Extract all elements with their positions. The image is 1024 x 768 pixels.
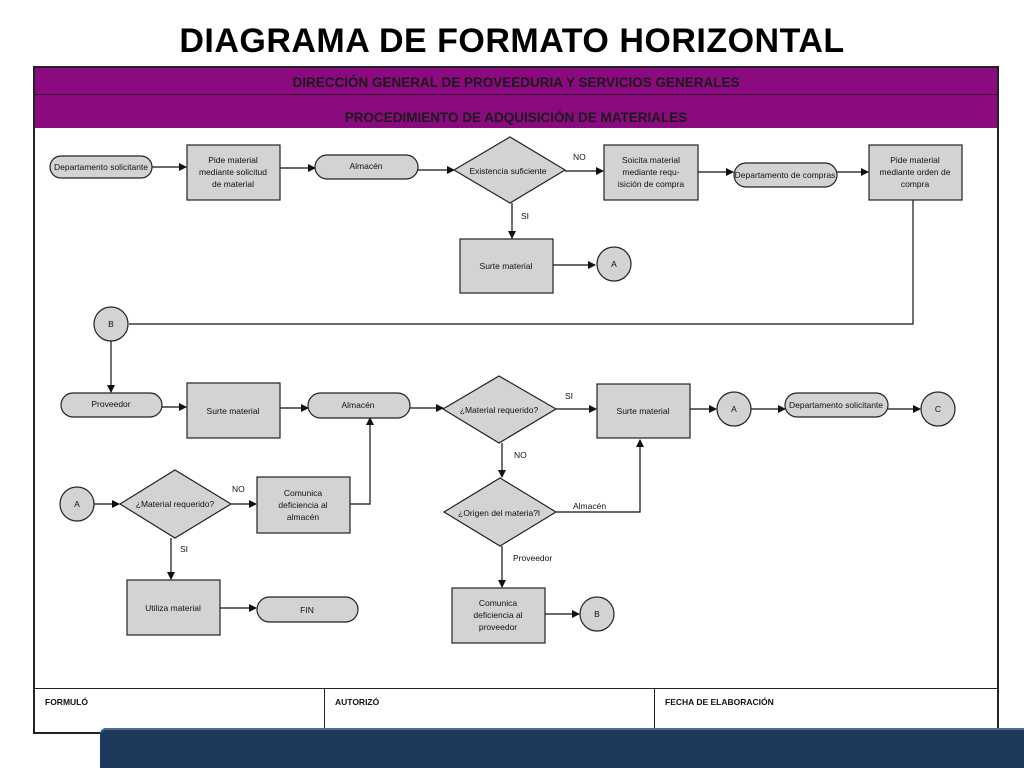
svg-text:Departamento solicitante: Departamento solicitante xyxy=(789,400,883,410)
footer-formulo: FORMULÓ xyxy=(35,688,325,732)
svg-text:Surte material: Surte material xyxy=(617,406,670,416)
svg-text:mediante solicitud: mediante solicitud xyxy=(199,167,267,177)
decision-origen-material: ¿Origen del materia?l xyxy=(442,477,558,547)
svg-text:¿Origen del materia?l: ¿Origen del materia?l xyxy=(458,508,540,518)
process-utiliza-material: Utiliza material xyxy=(126,579,221,636)
connector-c: C xyxy=(920,391,956,427)
svg-text:mediante orden de: mediante orden de xyxy=(880,167,951,177)
terminal-departamento-solicitante-2: Departamento solicitante xyxy=(784,392,889,418)
terminal-proveedor: Proveedor xyxy=(60,392,163,418)
label-si-2: SI xyxy=(565,391,573,401)
process-pide-material-solicitud: Pide material mediante solicitud de mate… xyxy=(186,144,281,201)
label-no-2: NO xyxy=(514,450,527,460)
label-no: NO xyxy=(573,152,586,162)
svg-text:FIN: FIN xyxy=(300,605,314,615)
svg-text:Proveedor: Proveedor xyxy=(91,399,130,409)
svg-text:isición de compra: isición de compra xyxy=(618,179,684,189)
svg-text:C: C xyxy=(935,404,941,414)
decision-existencia-suficiente: Existencia suficiente xyxy=(452,136,567,204)
svg-text:almacén: almacén xyxy=(287,512,319,522)
label-si: SI xyxy=(521,211,529,221)
label-proveedor: Proveedor xyxy=(513,553,552,563)
svg-text:Utiliza material: Utiliza material xyxy=(145,603,201,613)
process-solicita-requisicion: Soicita material mediante requ- isición … xyxy=(603,144,699,201)
svg-text:Pide material: Pide material xyxy=(208,155,258,165)
terminal-fin: FIN xyxy=(256,596,359,623)
svg-text:Departamento de compras: Departamento de compras xyxy=(735,170,836,180)
svg-text:Departamento solicitante: Departamento solicitante xyxy=(54,162,148,172)
connector-b: B xyxy=(93,306,129,342)
decision-material-requerido-2: ¿Material requerido? xyxy=(118,469,233,539)
connector-lines xyxy=(94,163,921,618)
connector-b-2: B xyxy=(579,596,615,632)
svg-text:Surte material: Surte material xyxy=(207,406,260,416)
footer-formulo-label: FORMULÓ xyxy=(45,697,88,707)
page-title: DIAGRAMA DE FORMATO HORIZONTAL xyxy=(179,22,845,60)
svg-text:proveedor: proveedor xyxy=(479,622,517,632)
svg-text:Soicita material: Soicita material xyxy=(622,155,680,165)
process-comunica-deficiencia-proveedor: Comunica deficiencia al proveedor xyxy=(451,587,546,644)
edge-origen-almacen xyxy=(556,439,644,513)
terminal-almacen-2: Almacén xyxy=(307,392,411,419)
header-band-direccion: DIRECCIÓN GENERAL DE PROVEEDURIA Y SERVI… xyxy=(35,68,997,95)
slide-footer-bar xyxy=(100,728,1024,768)
svg-text:Surte material: Surte material xyxy=(480,261,533,271)
label-no-3: NO xyxy=(232,484,245,494)
svg-text:¿Material requerido?: ¿Material requerido? xyxy=(136,499,215,509)
terminal-almacen: Almacén xyxy=(314,154,419,180)
svg-text:Comunica: Comunica xyxy=(479,598,518,608)
process-surte-material: Surte material xyxy=(459,238,554,294)
connector-a-2: A xyxy=(716,391,752,427)
svg-text:deficiencia al: deficiencia al xyxy=(278,500,327,510)
process-surte-material-3: Surte material xyxy=(596,383,691,439)
process-surte-material-2: Surte material xyxy=(186,382,281,439)
svg-text:Almacén: Almacén xyxy=(349,161,382,171)
svg-text:A: A xyxy=(74,499,80,509)
process-pide-orden-compra: Pide material mediante orden de compra xyxy=(868,144,963,201)
svg-text:Almacén: Almacén xyxy=(341,400,374,410)
svg-text:B: B xyxy=(108,319,114,329)
terminal-departamento-solicitante: Departamento solicitante xyxy=(49,155,153,179)
header-band-procedimiento: PROCEDIMIENTO DE ADQUISICIÓN DE MATERIAL… xyxy=(35,95,997,128)
connector-a: A xyxy=(596,246,632,282)
svg-text:A: A xyxy=(611,259,617,269)
svg-text:B: B xyxy=(594,609,600,619)
svg-text:de material: de material xyxy=(212,179,254,189)
connector-a-3: A xyxy=(59,486,95,522)
footer-fecha-label: FECHA DE ELABORACIÓN xyxy=(665,697,774,707)
svg-text:deficiencia al: deficiencia al xyxy=(473,610,522,620)
edge-orden-to-b xyxy=(129,200,914,325)
svg-text:A: A xyxy=(731,404,737,414)
footer-autorizo: AUTORIZÓ xyxy=(325,688,655,732)
footer-fecha: FECHA DE ELABORACIÓN xyxy=(655,688,997,732)
label-si-3: SI xyxy=(180,544,188,554)
svg-text:Pide material: Pide material xyxy=(890,155,940,165)
edge-comunica-to-almacen xyxy=(350,417,374,505)
svg-text:¿Material requerido?: ¿Material requerido? xyxy=(460,405,539,415)
svg-text:compra: compra xyxy=(901,179,930,189)
svg-text:Existencia suficiente: Existencia suficiente xyxy=(469,166,546,176)
footer-autorizo-label: AUTORIZÓ xyxy=(335,697,380,707)
process-comunica-deficiencia-almacen: Comunica deficiencia al almacén xyxy=(256,476,351,534)
svg-text:mediante requ-: mediante requ- xyxy=(622,167,679,177)
decision-material-requerido: ¿Material requerido? xyxy=(441,375,558,444)
terminal-departamento-compras: Departamento de compras xyxy=(733,162,838,188)
label-almacen: Almacén xyxy=(573,501,606,511)
svg-text:Comunica: Comunica xyxy=(284,488,323,498)
